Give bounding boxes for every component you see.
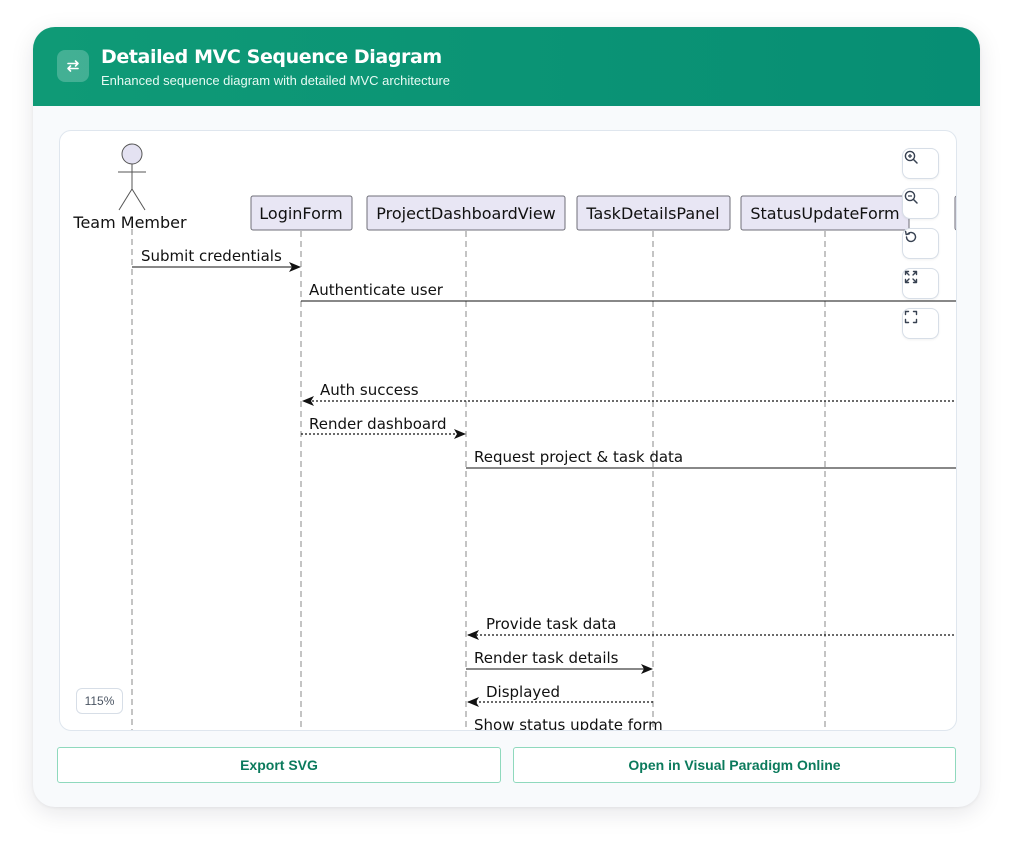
zoom-out-button[interactable] (902, 188, 939, 219)
participant-label: TaskDetailsPanel (585, 204, 719, 223)
fit-to-screen-icon (904, 270, 918, 284)
zoom-in-button[interactable] (902, 148, 939, 179)
participant-label: LoginForm (259, 204, 342, 223)
message-show-status-update-form: Show status update form (474, 716, 663, 731)
svg-text:Submit credentials: Submit credentials (141, 247, 282, 265)
message-displayed: Displayed (467, 683, 653, 707)
svg-text:Render task details: Render task details (474, 649, 619, 667)
svg-text:Displayed: Displayed (486, 683, 560, 701)
svg-text:Render dashboard: Render dashboard (309, 415, 447, 433)
page-title: Detailed MVC Sequence Diagram (101, 46, 442, 68)
svg-text:Provide task data: Provide task data (486, 615, 617, 633)
participant-taskdetailspanel: TaskDetailsPanel (576, 195, 731, 231)
participant-label: ProjectDashboardView (376, 204, 556, 223)
svg-text:Show status update form: Show status update form (474, 716, 663, 731)
reset-view-button[interactable] (902, 228, 939, 259)
actor-label: Team Member (72, 213, 187, 232)
svg-text:Auth success: Auth success (320, 381, 419, 399)
message-render-dashboard: Render dashboard (301, 415, 466, 439)
header: Detailed MVC Sequence Diagram Enhanced s… (33, 27, 980, 106)
message-auth-success: Auth success (302, 381, 956, 406)
lifelines (131, 229, 826, 730)
message-render-task-details: Render task details (466, 649, 653, 674)
message-submit-credentials: Submit credentials (132, 247, 301, 272)
participant-offscreen (954, 195, 956, 231)
export-svg-button[interactable]: Export SVG (57, 747, 501, 783)
message-authenticate-user: Authenticate user (301, 281, 956, 302)
svg-text:Request project & task data: Request project & task data (474, 448, 683, 466)
participant-label: StatusUpdateForm (750, 204, 899, 223)
zoom-out-icon (904, 190, 918, 204)
fullscreen-button[interactable] (902, 308, 939, 339)
actor-team-member (118, 143, 146, 211)
sequence-diagram: Team Member LoginForm ProjectDashboardVi… (72, 143, 956, 731)
participant-projectdashboardview: ProjectDashboardView (366, 195, 566, 231)
page-subtitle: Enhanced sequence diagram with detailed … (101, 73, 451, 88)
diagram-canvas[interactable]: Team Member LoginForm ProjectDashboardVi… (59, 130, 957, 731)
participant-statusupdateform: StatusUpdateForm (740, 195, 910, 231)
swap-arrows-icon (57, 50, 89, 82)
message-request-project-task-data: Request project & task data (466, 448, 956, 469)
reset-icon (904, 230, 917, 243)
zoom-level-badge: 115% (76, 688, 123, 714)
zoom-in-icon (904, 150, 918, 164)
open-visual-paradigm-button[interactable]: Open in Visual Paradigm Online (513, 747, 956, 783)
svg-text:Authenticate user: Authenticate user (309, 281, 444, 299)
fullscreen-icon (904, 310, 918, 324)
participant-loginform: LoginForm (250, 195, 353, 231)
message-provide-task-data: Provide task data (467, 615, 956, 640)
diagram-card: Detailed MVC Sequence Diagram Enhanced s… (33, 27, 980, 807)
fit-to-screen-button[interactable] (902, 268, 939, 299)
